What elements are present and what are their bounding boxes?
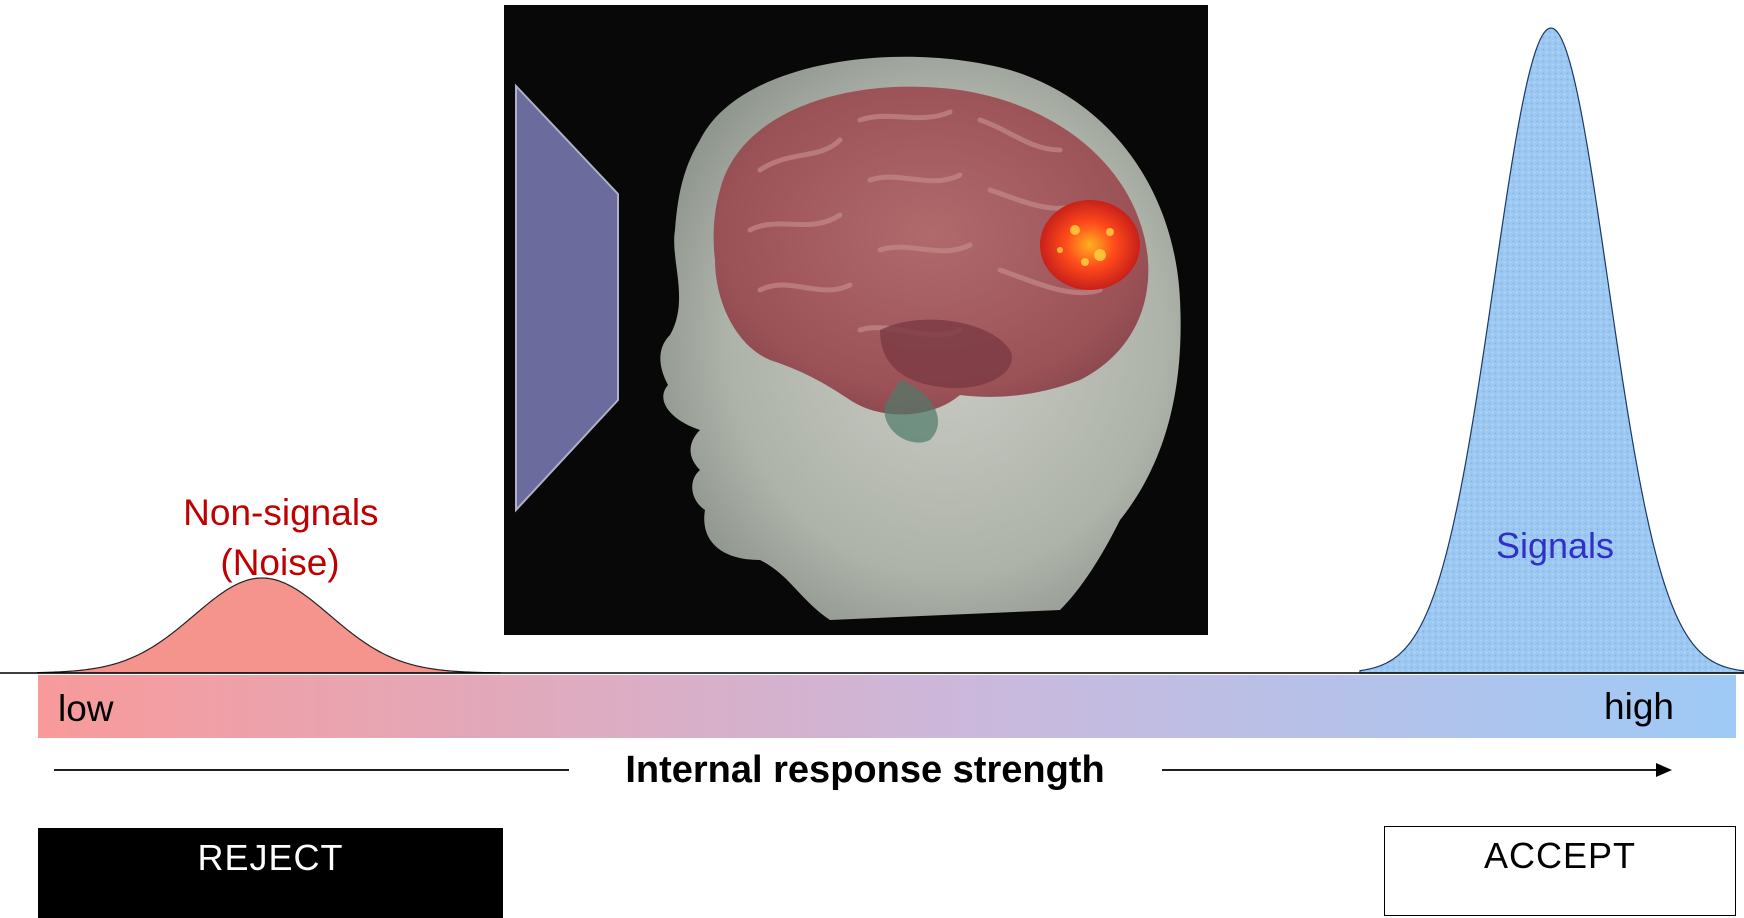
axis-high-label: high	[1604, 686, 1674, 727]
arrow-head-icon	[1656, 763, 1672, 777]
signal-distribution-curve	[1360, 28, 1744, 673]
axis-title: Internal response strength	[625, 749, 1104, 791]
signal-detection-diagram: Non-signals (Noise) Signals low high Int…	[0, 0, 1744, 897]
reject-label: REJECT	[197, 837, 343, 879]
accept-label: ACCEPT	[1484, 835, 1636, 877]
accept-box: ACCEPT	[1384, 826, 1736, 916]
signal-label: Signals	[1496, 525, 1614, 566]
noise-distribution-curve	[38, 578, 500, 673]
response-strength-band	[38, 675, 1736, 738]
noise-label-line2: (Noise)	[220, 542, 339, 583]
reject-box: REJECT	[38, 828, 503, 918]
noise-label: Non-signals (Noise)	[183, 492, 389, 583]
axis-low-label: low	[58, 688, 114, 729]
noise-label-line1: Non-signals	[183, 492, 378, 533]
